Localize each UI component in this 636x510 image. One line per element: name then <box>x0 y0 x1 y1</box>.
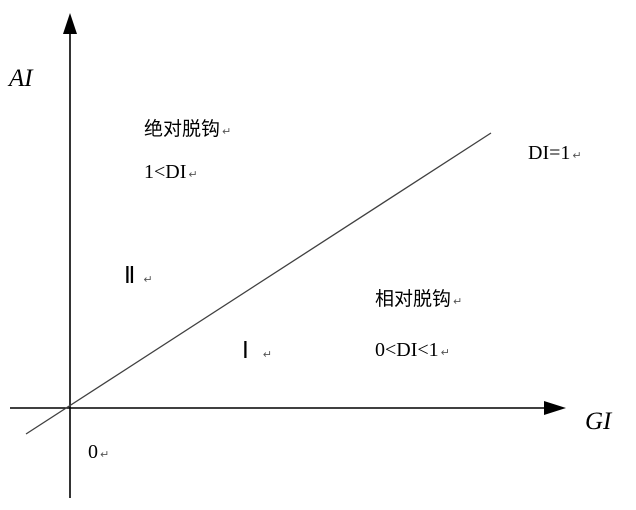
x-axis-label: GI <box>585 408 612 435</box>
relative-decoupling-label: 相对脱钩↵ <box>375 288 463 310</box>
return-mark-icon: ↵ <box>188 168 198 181</box>
absolute-decoupling-condition: 1<DI↵ <box>144 161 198 183</box>
x-axis-arrowhead <box>544 401 566 415</box>
region-i-numeral: Ⅰ↵ <box>242 338 273 363</box>
return-mark-icon: ↵ <box>100 448 110 461</box>
y-axis-arrowhead <box>63 13 77 34</box>
absolute-decoupling-label: 绝对脱钩↵ <box>144 118 232 140</box>
origin-label: 0↵ <box>88 441 110 463</box>
region-ii-numeral: Ⅱ↵ <box>124 263 153 288</box>
return-mark-icon: ↵ <box>453 295 463 308</box>
y-axis-label: AI <box>9 65 33 92</box>
relative-decoupling-condition: 0<DI<1↵ <box>375 339 450 361</box>
return-mark-icon: ↵ <box>262 348 273 361</box>
return-mark-icon: ↵ <box>572 149 582 162</box>
return-mark-icon: ↵ <box>222 125 232 138</box>
di-equals-one-line <box>25 132 492 435</box>
return-mark-icon: ↵ <box>440 346 450 359</box>
return-mark-icon: ↵ <box>143 273 153 286</box>
di-line-label: DI=1↵ <box>528 142 582 164</box>
